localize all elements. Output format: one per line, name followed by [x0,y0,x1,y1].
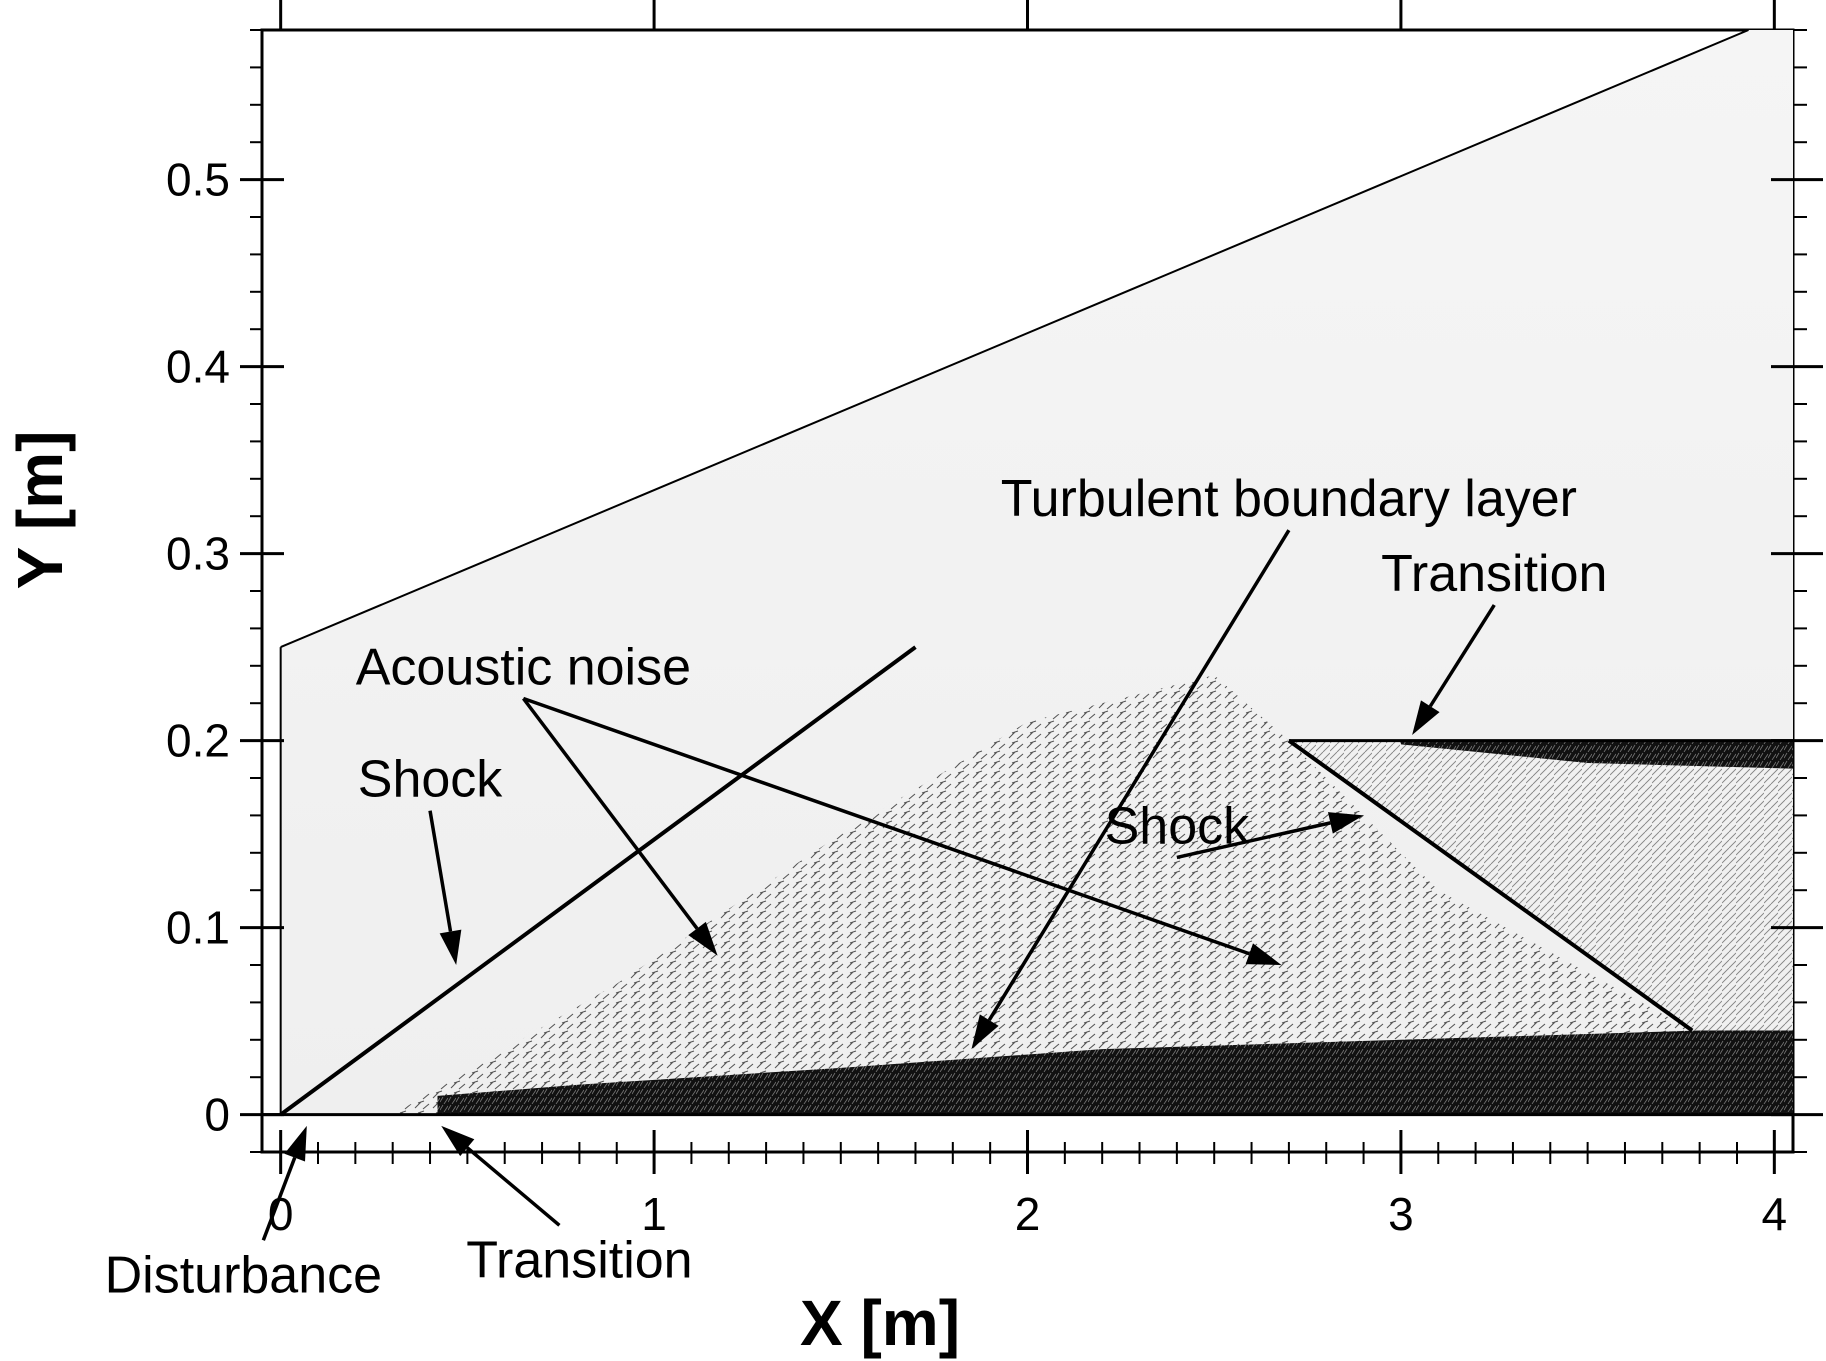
flow-field [262,29,1793,1117]
outer-shock-line [280,29,1749,649]
annotation-arrow-shaft [261,1156,297,1241]
y-tick-label: 0 [204,1089,230,1141]
reflected-shock-line [1287,738,1694,1033]
annotation-arrow-shaft [521,697,699,930]
x-tick-label: 1 [641,1188,667,1240]
y-tick-label: 0.1 [166,902,230,954]
annotation-arrow-head [688,921,718,956]
oblique-shock-line [279,645,917,1117]
reflected-noise-region [1288,740,1793,1031]
x-axis-title: X [m] [800,1287,960,1359]
annotation-label: Transition [466,1231,692,1289]
annotation-label: Transition [1381,545,1607,603]
annotation-label: Turbulent boundary layer [1001,470,1577,528]
y-tick-label: 0.2 [166,715,230,767]
annotation-arrow-shaft [1176,821,1331,860]
annotation-arrow-head [284,1125,307,1162]
annotation-arrow-head [441,1125,475,1157]
annotation-label: Acoustic noise [356,639,691,697]
annotation-arrow-head [439,929,462,965]
annotation-arrow-shaft [987,529,1291,1022]
x-tick-label: 4 [1762,1188,1788,1240]
annotation-arrow-shaft [522,696,1250,956]
annotation-arrow-shaft [428,810,453,932]
annotation-arrow-head [1327,812,1364,834]
y-tick-label: 0.4 [166,341,230,393]
annotation-label: Disturbance [105,1246,382,1304]
generator-plate-layer [1400,740,1793,769]
turbulent-boundary-layer [437,1030,1793,1115]
x-tick-label: 2 [1015,1188,1041,1240]
acoustic-noise-region [392,675,1693,1115]
annotation-label: Shock [358,751,504,809]
annotation-arrow-head [1245,943,1282,965]
y-tick-label: 0.5 [166,154,230,206]
shocked-region [280,30,1793,1115]
y-tick-label: 0.3 [166,528,230,580]
x-tick-label: 3 [1388,1188,1414,1240]
annotation-arrow-shaft [466,1146,561,1227]
y-axis-title: Y [m] [4,431,76,590]
annotation-arrow-shaft [1428,604,1496,708]
annotation-arrow-head [971,1014,999,1050]
annotation-arrow-head [1412,700,1440,735]
